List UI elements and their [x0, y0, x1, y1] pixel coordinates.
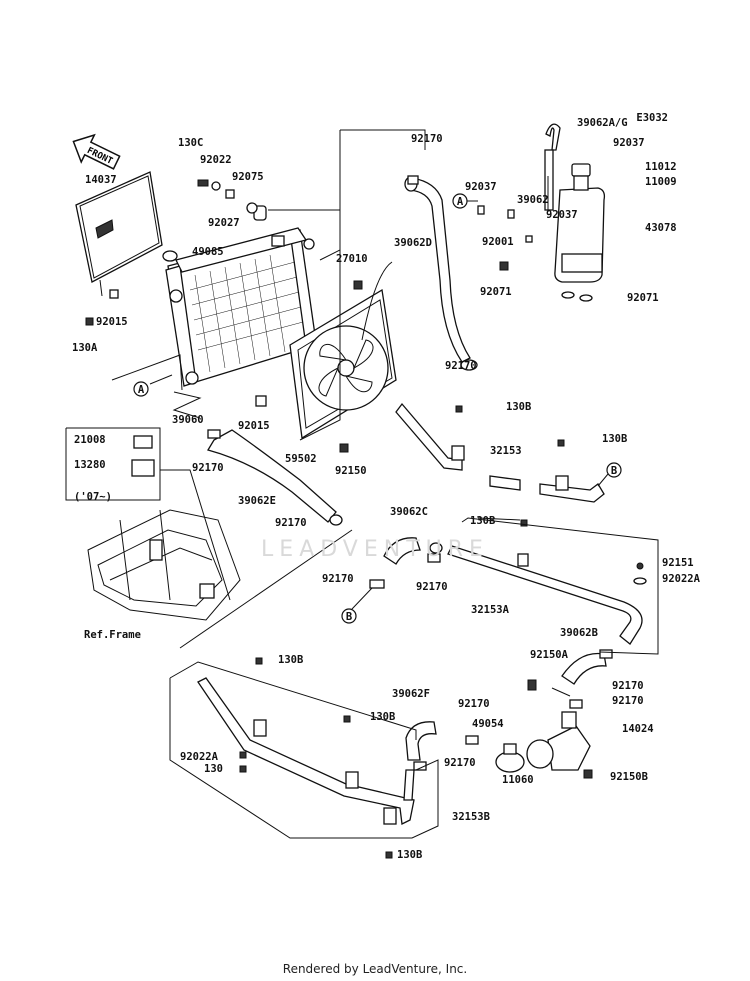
part-label: 92170 — [275, 517, 307, 529]
pipe-32153B — [197, 677, 415, 825]
part-label: Ref.Frame — [84, 629, 141, 641]
fan-assembly — [289, 261, 397, 440]
part-label: 92170 — [445, 360, 477, 372]
part-label: 39062E — [238, 495, 276, 507]
part-label: 39062F — [392, 688, 430, 700]
frame-sketch — [87, 435, 241, 621]
leader-lines — [65, 129, 659, 839]
part-label: 92170 — [612, 680, 644, 692]
part-label: 92150B — [610, 771, 648, 783]
part-label: 92170 — [444, 757, 476, 769]
part-label: 92071 — [627, 292, 659, 304]
pipe-32153A — [447, 545, 643, 645]
part-label: 92170 — [612, 695, 644, 707]
part-label: 21008 — [74, 434, 106, 446]
part-label: 14024 — [622, 723, 654, 735]
part-label: 130B — [278, 654, 303, 666]
callout-b-left: B — [341, 587, 373, 624]
diagram-code: E3032 — [636, 112, 668, 124]
part-label: 92150A — [530, 649, 569, 661]
part-label: 92037 — [546, 209, 578, 221]
front-arrow-icon: FRONT — [72, 133, 121, 170]
pipe-32153 — [395, 402, 605, 503]
part-label: 92022 — [200, 154, 232, 166]
part-label: 11009 — [645, 176, 677, 188]
svg-text:B: B — [346, 611, 352, 623]
radiator — [165, 205, 317, 387]
part-label: 32153 — [490, 445, 522, 457]
overflow-hose — [544, 123, 561, 211]
part-label: 32153A — [471, 604, 510, 616]
footer-credit: Rendered by LeadVenture, Inc. — [282, 962, 468, 976]
part-label: 14037 — [85, 174, 117, 186]
part-label: ('07~) — [74, 491, 112, 503]
part-label: 92075 — [232, 171, 264, 183]
part-label: 92071 — [480, 286, 512, 298]
part-label: 39062A/G — [577, 117, 628, 129]
part-label: 130B — [506, 401, 531, 413]
upper-hose — [404, 176, 478, 371]
part-label: 130B — [397, 849, 422, 861]
part-label: 43078 — [645, 222, 677, 234]
part-label: 59502 — [285, 453, 317, 465]
part-label: 130A — [72, 342, 98, 354]
thermostat-housing — [495, 711, 591, 773]
part-label: 39062C — [390, 506, 428, 518]
part-label: 92170 — [192, 462, 224, 474]
part-label: 92170 — [411, 133, 443, 145]
part-label: 130B — [370, 711, 395, 723]
part-label: 130C — [178, 137, 203, 149]
part-label: 92170 — [322, 573, 354, 585]
part-label: 130 — [204, 763, 223, 775]
svg-text:B: B — [611, 465, 617, 477]
reserve-tank — [554, 163, 606, 302]
radiator-screen — [75, 171, 163, 297]
part-label: 92022A — [662, 573, 701, 585]
part-label: 39062D — [394, 237, 432, 249]
part-label: 92170 — [416, 581, 448, 593]
part-label: 11060 — [502, 774, 534, 786]
part-label: 92151 — [662, 557, 694, 569]
part-label: 32153B — [452, 811, 490, 823]
svg-text:A: A — [457, 196, 464, 208]
hose-39062B — [561, 652, 607, 685]
part-label: 27010 — [336, 253, 368, 265]
part-label: 92001 — [482, 236, 514, 248]
part-label: 130B — [602, 433, 627, 445]
fasteners — [85, 175, 647, 859]
lower-hose-39062E — [207, 429, 343, 526]
part-label: 92037 — [613, 137, 645, 149]
part-label: 92037 — [465, 181, 497, 193]
part-label: 92022A — [180, 751, 219, 763]
part-label: 92015 — [96, 316, 128, 328]
part-label: 39062B — [560, 627, 598, 639]
callout-a-bottom: A — [133, 381, 149, 397]
part-label: 13280 — [74, 459, 106, 471]
part-label: 92150 — [335, 465, 367, 477]
watermark: LEADVENTURE — [261, 537, 489, 562]
hose-39062C — [383, 537, 443, 565]
part-label: 92027 — [208, 217, 240, 229]
part-label: 130B — [470, 515, 495, 527]
part-label: 92015 — [238, 420, 270, 432]
part-label: 39062 — [517, 194, 549, 206]
part-labels: 130C920229207592027140374908592015130A39… — [72, 117, 701, 861]
part-label: 49085 — [192, 246, 224, 258]
callout-a-top: A — [452, 193, 478, 209]
svg-text:A: A — [138, 384, 145, 396]
part-label: 39060 — [172, 414, 204, 426]
callout-b-right: B — [597, 462, 622, 487]
part-label: 11012 — [645, 161, 677, 173]
hose-39062F — [405, 721, 437, 761]
part-label: 49054 — [472, 718, 504, 730]
part-label: 92170 — [458, 698, 490, 710]
